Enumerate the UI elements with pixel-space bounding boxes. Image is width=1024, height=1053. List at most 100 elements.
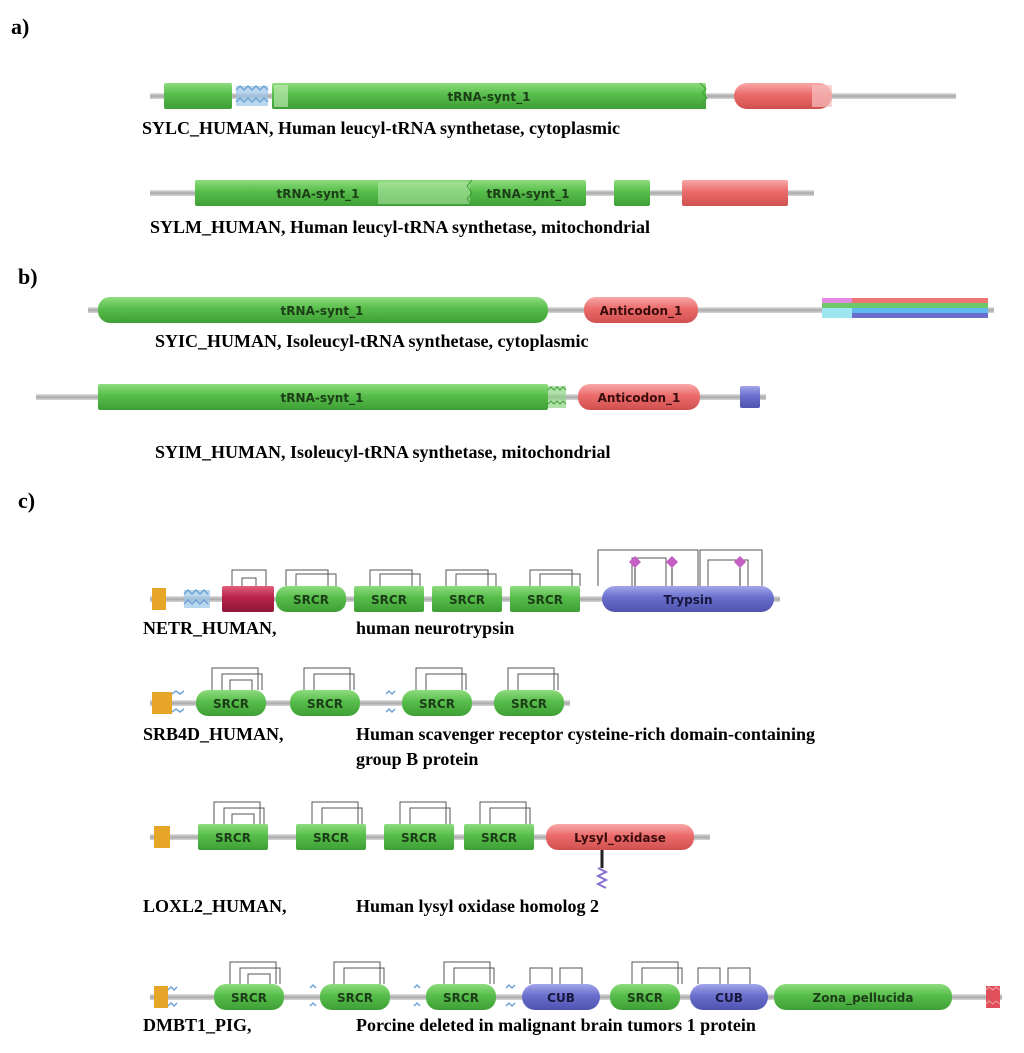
- domain-zona-pellucida: [774, 984, 952, 1010]
- protein-sylm: tRNA-synt_1 tRNA-synt_1 SYLM_HUMAN, Huma…: [150, 179, 814, 237]
- domain-srcr: [494, 690, 564, 716]
- disulfide-bridges: [213, 801, 531, 824]
- domain-srcr: [402, 690, 472, 716]
- domain-srcr: [384, 824, 454, 850]
- domain-srcr: [426, 984, 496, 1010]
- protein-netr: SRCR SRCR SRCR SRCR Trypsin NETR_HUMAN, …: [143, 549, 780, 638]
- domain-srcr: [354, 586, 424, 612]
- domain-label: SRCR: [511, 697, 547, 711]
- disulfide-bridges: [211, 667, 559, 690]
- domain-srcr: [296, 824, 366, 850]
- domain-trna-synt-1: [98, 384, 548, 410]
- signal-peptide: [152, 588, 166, 610]
- low-complexity-region: [385, 689, 396, 714]
- domain-srcr: [320, 984, 390, 1010]
- disulfide-bridges: [231, 549, 763, 586]
- domain-srcr: [196, 690, 266, 716]
- domain-label: SRCR: [627, 991, 663, 1005]
- domain-label: Anticodon_1: [598, 391, 681, 406]
- domain-label: Lysyl_oxidase: [574, 831, 666, 846]
- domain-label: SRCR: [371, 593, 407, 607]
- domain-label: SRCR: [307, 697, 343, 711]
- signal-peptide: [152, 690, 185, 714]
- protein-caption-id: LOXL2_HUMAN,: [143, 896, 287, 916]
- protein-caption-desc-2: group B protein: [356, 749, 478, 769]
- domain-srcr: [610, 984, 680, 1010]
- domain-srcr: [464, 824, 534, 850]
- protein-dmbt1: SRCR SRCR SRCR CUB SRCR CUB Zona_pelluci…: [143, 961, 1002, 1035]
- domain-label: CUB: [547, 991, 575, 1005]
- protein-caption-id: DMBT1_PIG,: [143, 1015, 252, 1035]
- protein-syim: tRNA-synt_1 Anticodon_1 SYIM_HUMAN, Isol…: [36, 384, 766, 462]
- domain-label: tRNA-synt_1: [448, 90, 531, 105]
- domain-label: tRNA-synt_1: [277, 187, 360, 202]
- domain-red: [734, 83, 832, 109]
- domain-srcr: [198, 824, 268, 850]
- domain-srcr: [290, 690, 360, 716]
- glycosylation-sites: [629, 556, 746, 586]
- domain-label: SRCR: [215, 831, 251, 845]
- domain-label: SRCR: [401, 831, 437, 845]
- domain-trypsin: [602, 586, 774, 612]
- transmembrane-region: [985, 986, 1001, 1008]
- signal-peptide: [154, 985, 178, 1008]
- domain-crimson: [222, 586, 274, 612]
- protein-caption-desc: Human lysyl oxidase homolog 2: [356, 896, 599, 916]
- domain-label: tRNA-synt_1: [281, 391, 364, 406]
- domain-label: SRCR: [443, 991, 479, 1005]
- protein-caption: SYIC_HUMAN, Isoleucyl-tRNA synthetase, c…: [155, 331, 588, 351]
- domain-red: [682, 180, 788, 206]
- low-complexity-region: [183, 588, 210, 608]
- domain-label: SRCR: [337, 991, 373, 1005]
- protein-caption-desc: Porcine deleted in malignant brain tumor…: [356, 1015, 756, 1035]
- panel-label-a: a): [11, 14, 29, 39]
- domain-trna-synt-1: [470, 180, 586, 206]
- domain-anticodon-1: [584, 297, 698, 323]
- protein-caption-id: SRB4D_HUMAN,: [143, 724, 284, 744]
- protein-caption: SYIM_HUMAN, Isoleucyl-tRNA synthetase, m…: [155, 442, 610, 462]
- protein-caption-id: NETR_HUMAN,: [143, 618, 277, 638]
- protein-srb4d: SRCR SRCR SRCR SRCR SRB4D_HUMAN, Human s…: [143, 667, 815, 769]
- protein-syic: tRNA-synt_1 Anticodon_1 SYIC_HUMAN, Isol…: [88, 297, 994, 351]
- domain-label: SRCR: [231, 991, 267, 1005]
- domain-label: tRNA-synt_1: [281, 304, 364, 319]
- low-complexity-region: [547, 386, 567, 408]
- modification-site: [595, 850, 609, 889]
- domain-cub: [522, 984, 600, 1010]
- protein-caption-desc: human neurotrypsin: [356, 618, 514, 638]
- rainbow-region: [822, 298, 988, 318]
- domain-label: Trypsin: [664, 593, 713, 607]
- domain-label: SRCR: [481, 831, 517, 845]
- domain-label: SRCR: [213, 697, 249, 711]
- protein-loxl2: SRCR SRCR SRCR SRCR Lysyl_oxidase LOXL2_…: [143, 801, 710, 916]
- domain-label: SRCR: [293, 593, 329, 607]
- panel-label-c: c): [18, 488, 35, 513]
- domain-label: SRCR: [449, 593, 485, 607]
- domain-label: tRNA-synt_1: [487, 187, 570, 202]
- domain-label: Anticodon_1: [600, 304, 683, 319]
- domain-lysyl-oxidase: [546, 824, 694, 850]
- domain-label: SRCR: [419, 697, 455, 711]
- protein-caption-desc: Human scavenger receptor cysteine-rich d…: [356, 724, 815, 744]
- domain-green: [614, 180, 650, 206]
- domain-label: CUB: [715, 991, 743, 1005]
- domain-srcr: [214, 984, 284, 1010]
- protein-caption: SYLC_HUMAN, Human leucyl-tRNA synthetase…: [142, 118, 620, 138]
- domain-trna-synt-1: [272, 83, 706, 109]
- domain-label: SRCR: [527, 593, 563, 607]
- low-complexity-region: [235, 84, 269, 106]
- domain-srcr: [276, 586, 346, 612]
- disulfide-bridges: [229, 961, 751, 984]
- signal-peptide: [154, 826, 170, 848]
- domain-green: [164, 83, 232, 109]
- domain-cub: [690, 984, 768, 1010]
- domain-blue: [740, 386, 760, 408]
- domain-anticodon-1: [578, 384, 700, 410]
- domain-label: Zona_pellucida: [813, 991, 914, 1006]
- panel-label-b: b): [18, 264, 38, 289]
- domain-trna-synt-1: [98, 297, 548, 323]
- protein-sylc: tRNA-synt_1 SYLC_HUMAN, Human leucyl-tRN…: [142, 82, 956, 138]
- domain-srcr: [432, 586, 502, 612]
- protein-caption: SYLM_HUMAN, Human leucyl-tRNA synthetase…: [150, 217, 650, 237]
